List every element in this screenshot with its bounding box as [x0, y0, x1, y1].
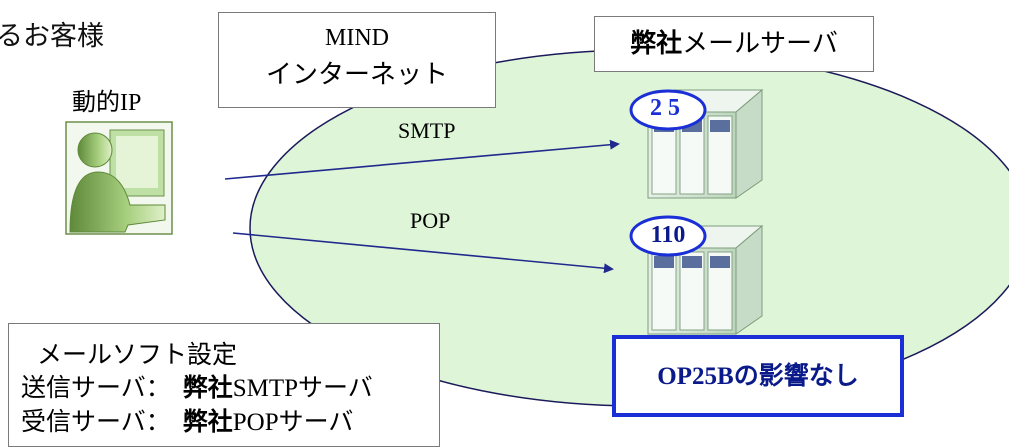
mind-internet-box: MIND インターネット [218, 12, 496, 108]
pop-port-badge [629, 215, 707, 257]
receive-server-row: 受信サーバ： 弊社POPサーバ [21, 405, 439, 439]
send-server-value: SMTPサーバ [232, 375, 373, 402]
op25b-label: OP25B [657, 363, 734, 390]
no-impact-label: の影響なし [733, 361, 859, 390]
pop-port-number: 110 [650, 222, 686, 248]
send-server-row: 送信サーバ： 弊社SMTPサーバ [21, 371, 439, 405]
op25b-result-box: OP25Bの影響なし [612, 335, 904, 417]
pop-flow-label: POP [410, 208, 451, 233]
customer-title: るお客様 [0, 21, 104, 52]
send-server-label: 送信サーバ： [21, 373, 171, 402]
receive-server-label: 受信サーバ： [21, 407, 171, 436]
mail-server-company: 弊社 [630, 29, 683, 59]
mail-settings-box: メールソフト設定 送信サーバ： 弊社SMTPサーバ 受信サーバ： 弊社POPサー… [8, 323, 440, 447]
smtp-arrow [224, 139, 620, 180]
send-server-company: 弊社 [182, 373, 233, 402]
receive-server-value: POPサーバ [232, 409, 354, 436]
smtp-flow-label: SMTP [398, 118, 456, 143]
mail-server-box: 弊社メールサーバ [594, 16, 874, 72]
mind-label: MIND [325, 25, 389, 51]
smtp-port-number: 25 [650, 95, 686, 121]
mail-settings-title: メールソフト設定 [37, 340, 238, 369]
smtp-port-badge [629, 89, 707, 131]
user-computer-icon [65, 121, 173, 235]
internet-label: インターネット [265, 60, 448, 90]
pop-arrow [232, 232, 614, 274]
mail-server-label: メールサーバ [682, 29, 838, 59]
receive-server-company: 弊社 [182, 407, 233, 436]
dynamic-ip-label: 動的IP [72, 90, 142, 116]
